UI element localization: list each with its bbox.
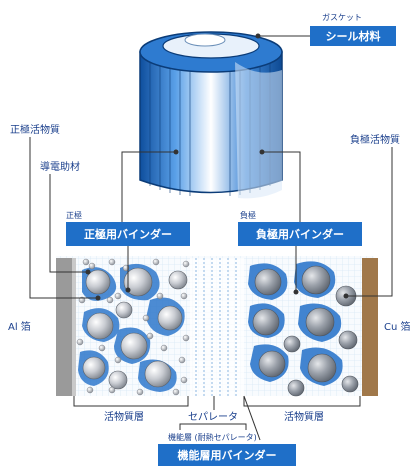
cu-foil-strip — [362, 258, 378, 396]
active-layer-left-label: 活物質層 — [104, 410, 144, 423]
separator-label: セパレータ — [188, 411, 238, 423]
functional-binder-tag: 機能層用バインダー — [158, 444, 296, 466]
functional-layer-note: 機能層 (耐熱セパレータ) — [168, 432, 257, 442]
leader-lines — [29, 137, 393, 441]
separator-region — [190, 258, 244, 396]
al-foil-label: Al 箔 — [8, 320, 31, 333]
seal-material-tag: シール材料 — [310, 26, 396, 46]
active-layer-right-label: 活物質層 — [284, 410, 324, 423]
functional-binder-label: 機能層用バインダー — [178, 448, 277, 462]
positive-binder-label: 正極用バインダー — [84, 227, 172, 241]
positive-small-label: 正極 — [66, 210, 82, 220]
positive-active-label: 正極活物質 — [10, 123, 60, 136]
negative-small-label: 負極 — [240, 210, 256, 220]
positive-binder-tag: 正極用バインダー — [66, 222, 190, 246]
seal-material-label: シール材料 — [326, 29, 381, 43]
cu-foil-label: Cu 箔 — [384, 320, 411, 333]
negative-binder-label: 負極用バインダー — [256, 227, 344, 241]
gasket-label: ガスケット — [322, 12, 362, 22]
negative-active-label: 負極活物質 — [350, 133, 400, 146]
conductive-aid-label: 導電助材 — [40, 160, 80, 173]
al-foil-strip — [56, 258, 72, 396]
electrode-cross-section — [56, 256, 378, 397]
negative-binder-tag: 負極用バインダー — [238, 222, 362, 246]
battery-cell-cutaway — [139, 31, 283, 199]
